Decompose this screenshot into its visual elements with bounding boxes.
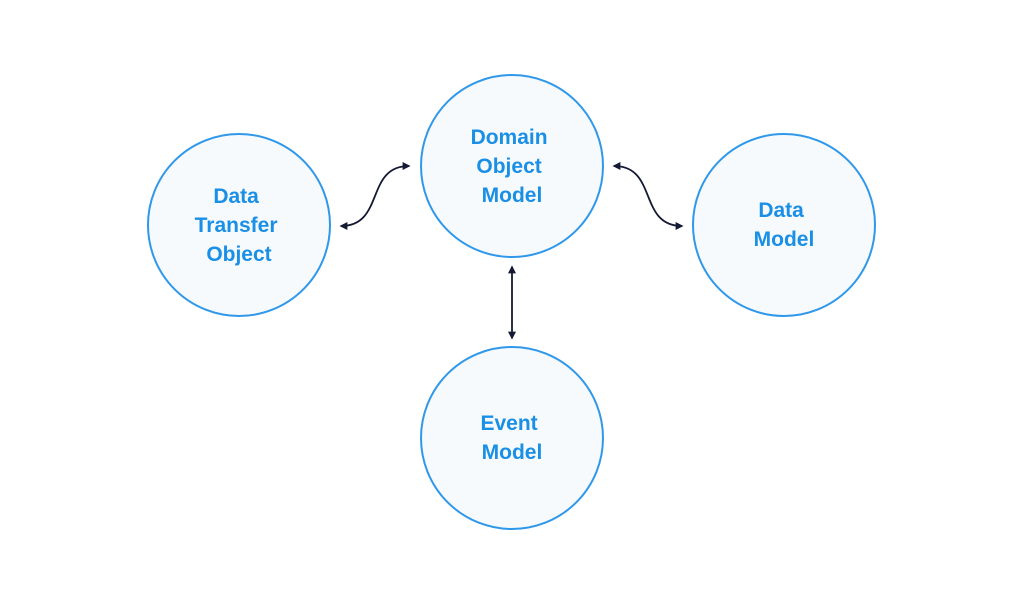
- node-label: Data Model: [754, 199, 815, 251]
- node-circle: [692, 133, 876, 317]
- edge-domain-datamodel: [612, 162, 684, 230]
- node-data-transfer-object: Data Transfer Object: [147, 133, 331, 317]
- node-label: Domain Object Model: [471, 126, 554, 207]
- node-circle: [420, 74, 604, 258]
- node-label-line: Object: [206, 243, 271, 266]
- node-label-line: Model: [754, 228, 815, 251]
- node-label: Data Transfer Object: [195, 185, 284, 266]
- node-label-line: Model: [482, 184, 543, 207]
- node-circle: [147, 133, 331, 317]
- node-domain-object-model: Domain Object Model: [420, 74, 604, 258]
- node-label-line: Object: [476, 155, 541, 178]
- node-label-line: Event: [480, 412, 537, 435]
- node-label-line: Model: [482, 441, 543, 464]
- node-label-line: Domain: [471, 126, 548, 149]
- node-label: Event Model: [480, 412, 543, 464]
- node-data-model: Data Model: [692, 133, 876, 317]
- node-circle: [420, 346, 604, 530]
- node-event-model: Event Model: [420, 346, 604, 530]
- edge-dto-domain: [339, 162, 411, 230]
- node-label-line: Transfer: [195, 214, 278, 237]
- node-label-line: Data: [213, 185, 259, 208]
- node-label-line: Data: [758, 199, 804, 222]
